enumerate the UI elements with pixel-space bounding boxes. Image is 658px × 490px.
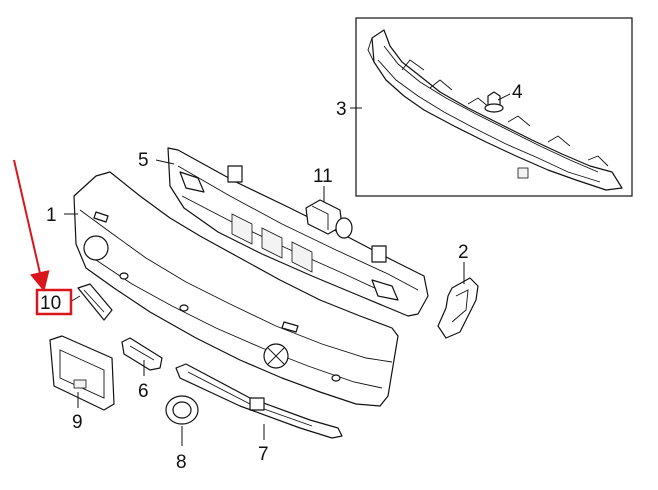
parking-sensor <box>305 199 353 239</box>
callouts: 1 2 3 4 5 6 7 8 9 10 11 <box>40 82 523 473</box>
impact-beam <box>367 29 623 191</box>
callout-7: 7 <box>258 444 269 465</box>
side-bracket <box>437 277 479 339</box>
callout-8: 8 <box>176 452 187 473</box>
clip-part-4 <box>484 91 504 113</box>
leader-lines <box>64 93 511 446</box>
callout-11: 11 <box>313 166 333 187</box>
callout-2: 2 <box>458 242 469 263</box>
license-plate-bracket <box>49 335 115 411</box>
callout-1: 1 <box>46 205 57 226</box>
callout-5: 5 <box>138 150 149 171</box>
bumper-cover <box>73 171 399 407</box>
lower-bar <box>175 363 343 439</box>
grille-insert <box>77 283 113 321</box>
inset-box <box>355 17 633 197</box>
highlight-arrow <box>13 159 50 292</box>
callout-10: 10 <box>40 293 61 314</box>
callout-3: 3 <box>336 99 347 120</box>
fog-lamp-ring <box>165 395 199 425</box>
callout-9: 9 <box>72 412 83 433</box>
highlight-box <box>35 288 73 316</box>
callout-6: 6 <box>138 381 149 402</box>
bumper-reinforcement <box>167 147 429 317</box>
callout-4: 4 <box>512 82 523 103</box>
trim-piece <box>121 337 163 371</box>
